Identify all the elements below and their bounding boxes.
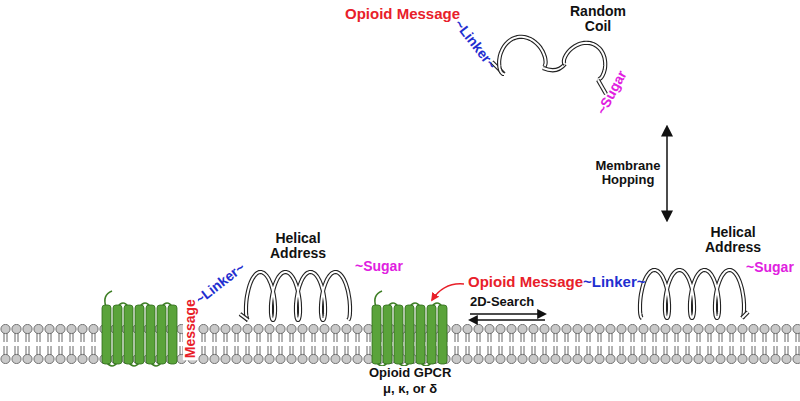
peptide-chain [640,270,744,318]
gpcr-helix [427,305,436,364]
peptide-fill [742,312,748,318]
peptide-chain [562,36,613,81]
gpcr-helix [157,305,166,364]
peptide-chain [240,314,248,320]
peptide-fill [240,314,248,320]
peptide-outline [543,64,565,70]
gpcr-helix [168,305,177,364]
linker-label: ~Linker~ [192,259,247,307]
process-label: 2D-Search [470,295,534,310]
gpcr-helix [372,305,381,364]
peptide-outline [246,272,350,320]
receptor-label: Opioid GPCR [369,366,451,381]
gpcr-helix [135,305,144,364]
gpcr-helix [146,305,155,364]
sugar-label: ~Sugar [355,259,403,274]
sugar-label: ~Sugar [746,260,794,275]
linker-label: ~Linker~ [451,16,499,71]
message-label: Opioid Message [468,274,583,291]
linker-label: ~Linker~ [583,274,646,291]
peptide-chain [742,312,748,318]
search-arrow [470,313,545,314]
peptide-outline [240,314,248,320]
gpcr-helix [438,305,447,364]
hopping-arrow [666,127,668,220]
gpcr-symbol [102,291,177,366]
gpcr-helix [113,305,122,364]
peptide-outline [495,33,547,75]
edge-label: Membrane Hopping [595,159,661,189]
gpcr-symbol [372,291,447,366]
binding-arrow [432,284,464,300]
peptide-construct: Opioid Message~Linker~ Helical Address ~Su… [462,222,797,302]
peptide-chain [495,33,547,75]
peptide-construct: Opioid Message~Linker~ Random Coil ~Sugar [340,0,680,125]
gpcr-helix [383,305,392,364]
sugar-label: ~Sugar [594,67,630,116]
message-label: Opioid Message [345,6,460,23]
peptide-outline [742,312,748,318]
peptide-chain [246,272,350,320]
gpcr-helix [394,305,403,364]
message-label: Message [182,297,197,360]
peptide-outline [562,36,613,81]
peptide-chain [543,64,565,70]
gpcr-helix [102,305,111,364]
coil-label: Random Coil [562,4,634,35]
address-label: Helical Address [687,225,779,256]
peptide-fill [640,270,744,318]
gpcr-helix [405,305,414,364]
peptide-fill [246,272,350,320]
peptide-construct: ~Linker~Message Helical Address ~Sugar [179,226,405,366]
gpcr-helix [124,305,133,364]
receptor-subtypes: μ, κ, or δ [383,382,437,397]
peptide-outline [640,270,744,318]
address-label: Helical Address [252,231,344,262]
peptide-fill [562,36,613,81]
peptide-fill [495,33,547,75]
peptide-fill [543,64,565,70]
search-arrow [470,319,545,320]
peptide-group [240,33,748,320]
gpcr-helix [416,305,425,364]
